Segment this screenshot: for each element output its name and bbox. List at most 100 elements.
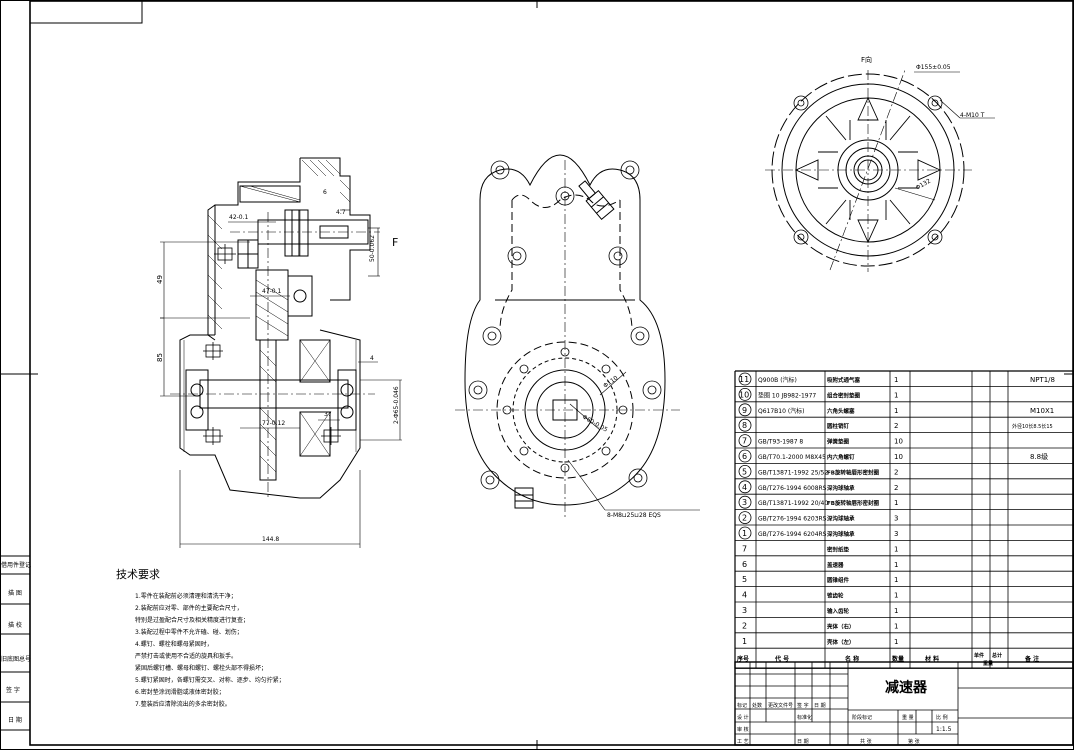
bom-code: Q617B10 (汽标) bbox=[758, 407, 805, 415]
bom-no: 9 bbox=[742, 406, 747, 415]
bom-item-balloon bbox=[738, 511, 752, 524]
bom-no: 7 bbox=[742, 544, 747, 553]
tb-cell: 日 期 bbox=[814, 703, 826, 709]
bom-no: 3 bbox=[742, 606, 747, 615]
tb-cell: 共 张 bbox=[860, 738, 872, 745]
tech-line: 5.螺钉紧固时，各螺钉需交叉、对称、逐步、均匀拧紧； bbox=[135, 676, 285, 684]
bom-name: FB旋转轴唇形密封圈 bbox=[827, 468, 879, 476]
dim-text: Φ155±0.05 bbox=[916, 64, 951, 71]
tb-cell: 标准化 bbox=[797, 714, 812, 721]
tb-cell: 阶段标记 bbox=[852, 714, 872, 721]
bom-qty: 1 bbox=[894, 576, 898, 584]
strip-label: 旧底图总号 bbox=[1, 655, 31, 663]
bom-qty: 1 bbox=[894, 561, 898, 569]
bom-no: 1 bbox=[742, 637, 747, 646]
tech-requirements: 技术要求 1.零件在装配前必须清理和清洗干净； 2.装配前应对零、部件的主要配合… bbox=[116, 568, 285, 708]
tb-cell: 处数 bbox=[752, 702, 762, 709]
bom-code: GB/T70.1-2000 M8X45 bbox=[758, 454, 826, 461]
bom-header-code: 代 号 bbox=[774, 655, 789, 663]
bom-qty: 1 bbox=[894, 545, 898, 553]
tb-cell: 第 张 bbox=[908, 738, 920, 745]
tb-cell: 设 计 bbox=[737, 714, 749, 721]
bom-no: 4 bbox=[742, 483, 747, 492]
tb-cell: 标记 bbox=[737, 702, 747, 709]
bom-name: 密封纸垫 bbox=[827, 545, 850, 553]
front-view bbox=[455, 154, 700, 520]
dim-text: 50-0.062 bbox=[369, 235, 376, 262]
strip-label: 描 图 bbox=[8, 589, 22, 597]
bom-code: 垫圈 10 JB982-1977 bbox=[758, 391, 816, 399]
tb-cell: 比 例 bbox=[936, 714, 948, 721]
f-view-title: F向 bbox=[861, 55, 872, 64]
dim-text: 4.7 bbox=[336, 209, 346, 216]
bom-qty: 1 bbox=[894, 407, 898, 415]
bom-no: 10 bbox=[739, 390, 749, 399]
tech-line: 严禁打击或使用不合适的旋具和扳手。 bbox=[135, 652, 237, 660]
bom-qty: 1 bbox=[894, 391, 898, 399]
title-block bbox=[734, 661, 1074, 746]
bom-note: 外径10长8.5长15 bbox=[1012, 423, 1053, 430]
strip-label: 签 字 bbox=[6, 686, 20, 694]
bom-no: 5 bbox=[742, 467, 747, 476]
bom-no: 2 bbox=[742, 621, 747, 630]
bom-no: 2 bbox=[742, 514, 747, 523]
bom-qty: 1 bbox=[894, 499, 898, 507]
dim-text: 77-0.12 bbox=[262, 420, 285, 427]
bom-name: 吸附式通气塞 bbox=[827, 376, 861, 384]
tech-line: 3.装配过程中零件不允许磕、碰、划伤； bbox=[135, 628, 243, 636]
tech-line: 2.装配前应对零、部件的主要配合尺寸， bbox=[135, 604, 243, 612]
bom-code: GB/T276-1994 6008RS bbox=[758, 485, 827, 492]
bom-qty: 1 bbox=[894, 592, 898, 600]
bom-name: 圆锥组件 bbox=[827, 576, 850, 584]
bom-qty: 2 bbox=[894, 422, 898, 430]
bom-note: NPT1/8 bbox=[1030, 376, 1055, 384]
scale-value: 1:1.5 bbox=[936, 726, 952, 733]
corner-box bbox=[29, 0, 143, 24]
bom-no: 7 bbox=[742, 437, 747, 446]
bom-no: 1 bbox=[742, 529, 747, 538]
tech-line: 4.螺钉、螺栓和螺母紧固时， bbox=[135, 640, 213, 648]
bom-header-qty: 数量 bbox=[892, 655, 904, 663]
bom-item-balloon bbox=[738, 403, 752, 417]
bom-qty: 3 bbox=[894, 515, 898, 523]
bom-code: GB/T276-1994 6204RS bbox=[758, 531, 827, 538]
tb-cell: 签 字 bbox=[797, 702, 809, 709]
bom-name: 深沟球轴承 bbox=[827, 530, 855, 538]
dim-text: 8-M8⊔25⊔28 EQS bbox=[607, 512, 661, 519]
bom-name: 壳体（左） bbox=[826, 638, 855, 646]
bom-header-weight-unit: 单件 bbox=[974, 652, 984, 659]
bom-item-balloon bbox=[738, 480, 752, 494]
section-dimensions: 6 42-0.1 4.7 50-0.062 49 47-0.1 85 4 37 … bbox=[156, 189, 400, 543]
bom-name: FB旋转轴唇形密封圈 bbox=[827, 499, 879, 507]
bom-qty: 10 bbox=[894, 453, 903, 461]
tb-cell: 更改文件号 bbox=[768, 702, 793, 709]
bom-note: M10X1 bbox=[1030, 407, 1054, 415]
left-strip: 借用件登记 描 图 描 校 旧底图总号 签 字 日 期 bbox=[0, 555, 31, 731]
bom-item-balloon bbox=[738, 372, 752, 386]
section-view bbox=[160, 157, 402, 548]
dim-text: 2-Φ65-0.046 bbox=[393, 386, 400, 424]
dim-text: 37 bbox=[324, 411, 332, 418]
bom-name: 圆柱销钉 bbox=[827, 422, 850, 430]
title-block-text: 减速器 标记 处数 更改文件号 签 字 日 期 设 计 标准化 审 核 工 艺 … bbox=[737, 679, 952, 745]
front-dimensions: Φ110 Φ60-0.05 8-M8⊔25⊔28 EQS bbox=[581, 375, 661, 519]
bom-no: 11 bbox=[739, 375, 749, 384]
bom-name: 深沟球轴承 bbox=[827, 515, 855, 523]
bom-name: 深沟球轴承 bbox=[827, 484, 855, 492]
tech-line: 7.整装后应清除流出的多余密封胶。 bbox=[135, 700, 231, 708]
bom-header-note: 备 注 bbox=[1024, 655, 1039, 663]
tb-cell: 审 核 bbox=[737, 726, 749, 733]
strip-label: 借用件登记 bbox=[1, 561, 31, 569]
bom-header-material: 材 料 bbox=[924, 655, 939, 663]
bom-qty: 2 bbox=[894, 484, 898, 492]
f-view bbox=[765, 69, 995, 272]
bom-qty: 1 bbox=[894, 622, 898, 630]
bom-item-balloon bbox=[738, 387, 752, 401]
tech-line: 6.密封垫涂润滑脂或液体密封胶； bbox=[135, 688, 225, 696]
tech-line: 1.零件在装配前必须清理和清洗干净； bbox=[135, 592, 237, 600]
bom-name: 六角头螺塞 bbox=[827, 407, 855, 415]
bom-item-balloon bbox=[738, 495, 752, 509]
bom-no: 6 bbox=[742, 560, 747, 569]
bom-name: 内六角螺钉 bbox=[827, 453, 855, 461]
